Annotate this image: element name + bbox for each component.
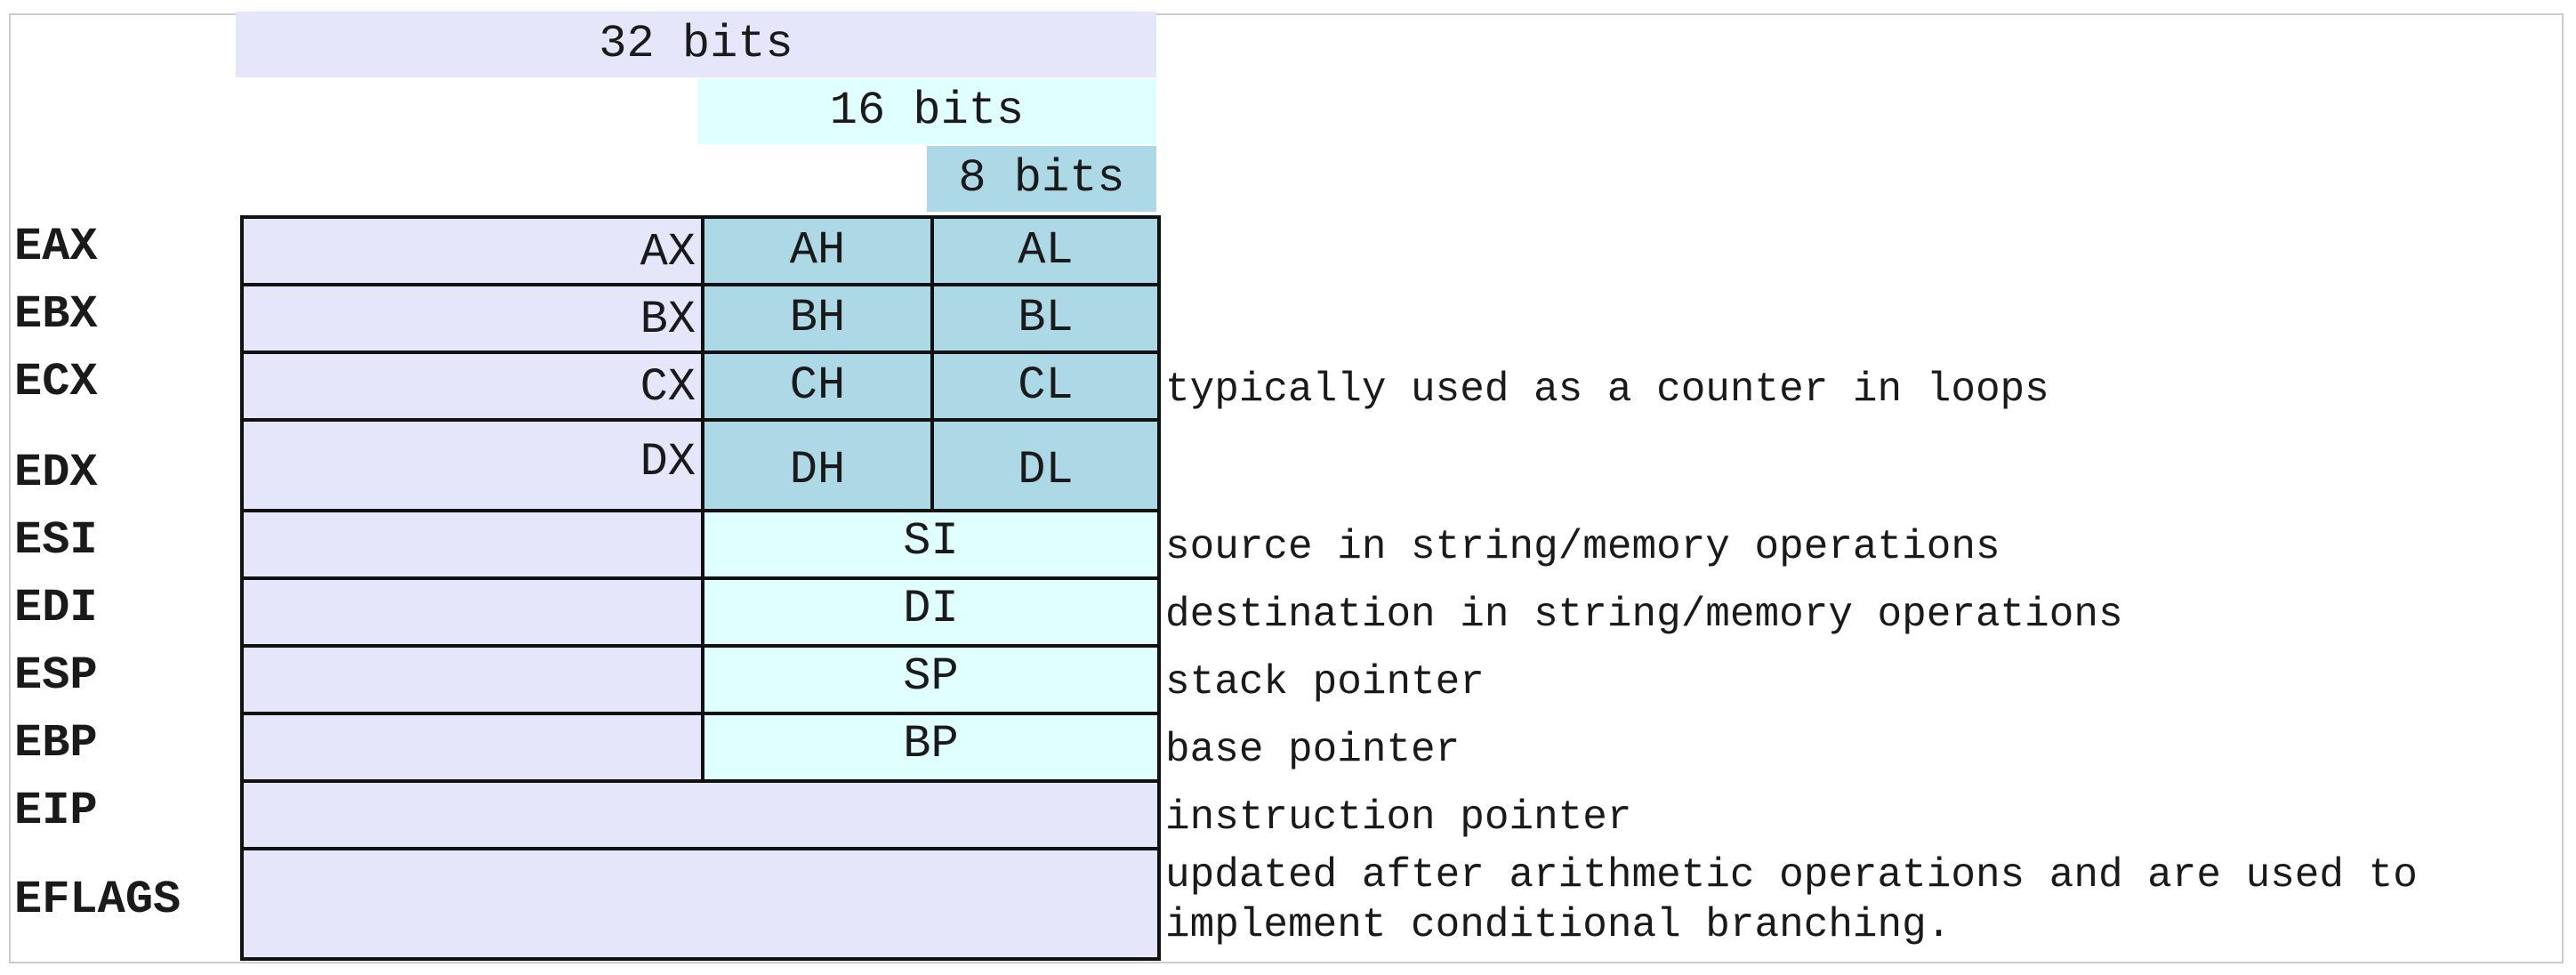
register-cell-di: DI	[704, 580, 1161, 648]
description-esi: source in string/memory operations	[1165, 524, 2000, 570]
register-label-ebx: EBX	[14, 288, 98, 341]
register-cell-bp: BP	[704, 715, 1161, 783]
register-label-edi: EDI	[14, 582, 98, 634]
register-cell-dl: DL	[934, 422, 1161, 512]
register-label-esp: ESP	[14, 649, 98, 702]
register-cell-ch: CH	[704, 354, 934, 422]
register-cell-bx: BX	[244, 286, 704, 354]
description-eip: instruction pointer	[1165, 794, 1632, 841]
description-eflags: updated after arithmetic operations and …	[1165, 852, 2418, 948]
register-label-edx: EDX	[14, 447, 98, 499]
register-cell-eip	[244, 783, 1161, 850]
register-cell-esp-upper	[244, 648, 704, 715]
register-label-eip: EIP	[14, 785, 98, 837]
register-cell-bl: BL	[934, 286, 1161, 354]
description-ebp: base pointer	[1165, 727, 1461, 773]
register-cell-ax: AX	[244, 219, 704, 286]
register-label-eax: EAX	[14, 221, 98, 273]
header-32-bits: 32 bits	[236, 12, 1156, 77]
register-cell-ah: AH	[704, 219, 934, 286]
register-cell-dx: DX	[244, 422, 704, 512]
register-cell-edi-upper	[244, 580, 704, 648]
register-cell-si: SI	[704, 512, 1161, 580]
register-label-esi: ESI	[14, 514, 98, 567]
register-label-ecx: ECX	[14, 356, 98, 408]
register-cell-eflags	[244, 850, 1161, 961]
register-grid: AX AH AL BX BH BL CX CH CL DX DH DL SI D…	[240, 215, 1161, 961]
register-cell-bh: BH	[704, 286, 934, 354]
register-cell-al: AL	[934, 219, 1161, 286]
description-esp: stack pointer	[1165, 659, 1485, 705]
register-label-ebp: EBP	[14, 717, 98, 770]
register-label-eflags: EFLAGS	[14, 874, 181, 926]
description-ecx: typically used as a counter in loops	[1165, 367, 2049, 413]
register-cell-esi-upper	[244, 512, 704, 580]
diagram-frame	[9, 13, 2564, 963]
register-cell-dh: DH	[704, 422, 934, 512]
register-cell-cx: CX	[244, 354, 704, 422]
register-cell-ebp-upper	[244, 715, 704, 783]
header-8-bits: 8 bits	[927, 146, 1156, 212]
header-16-bits: 16 bits	[697, 78, 1156, 144]
register-cell-cl: CL	[934, 354, 1161, 422]
register-cell-sp: SP	[704, 648, 1161, 715]
description-edi: destination in string/memory operations	[1165, 592, 2123, 638]
